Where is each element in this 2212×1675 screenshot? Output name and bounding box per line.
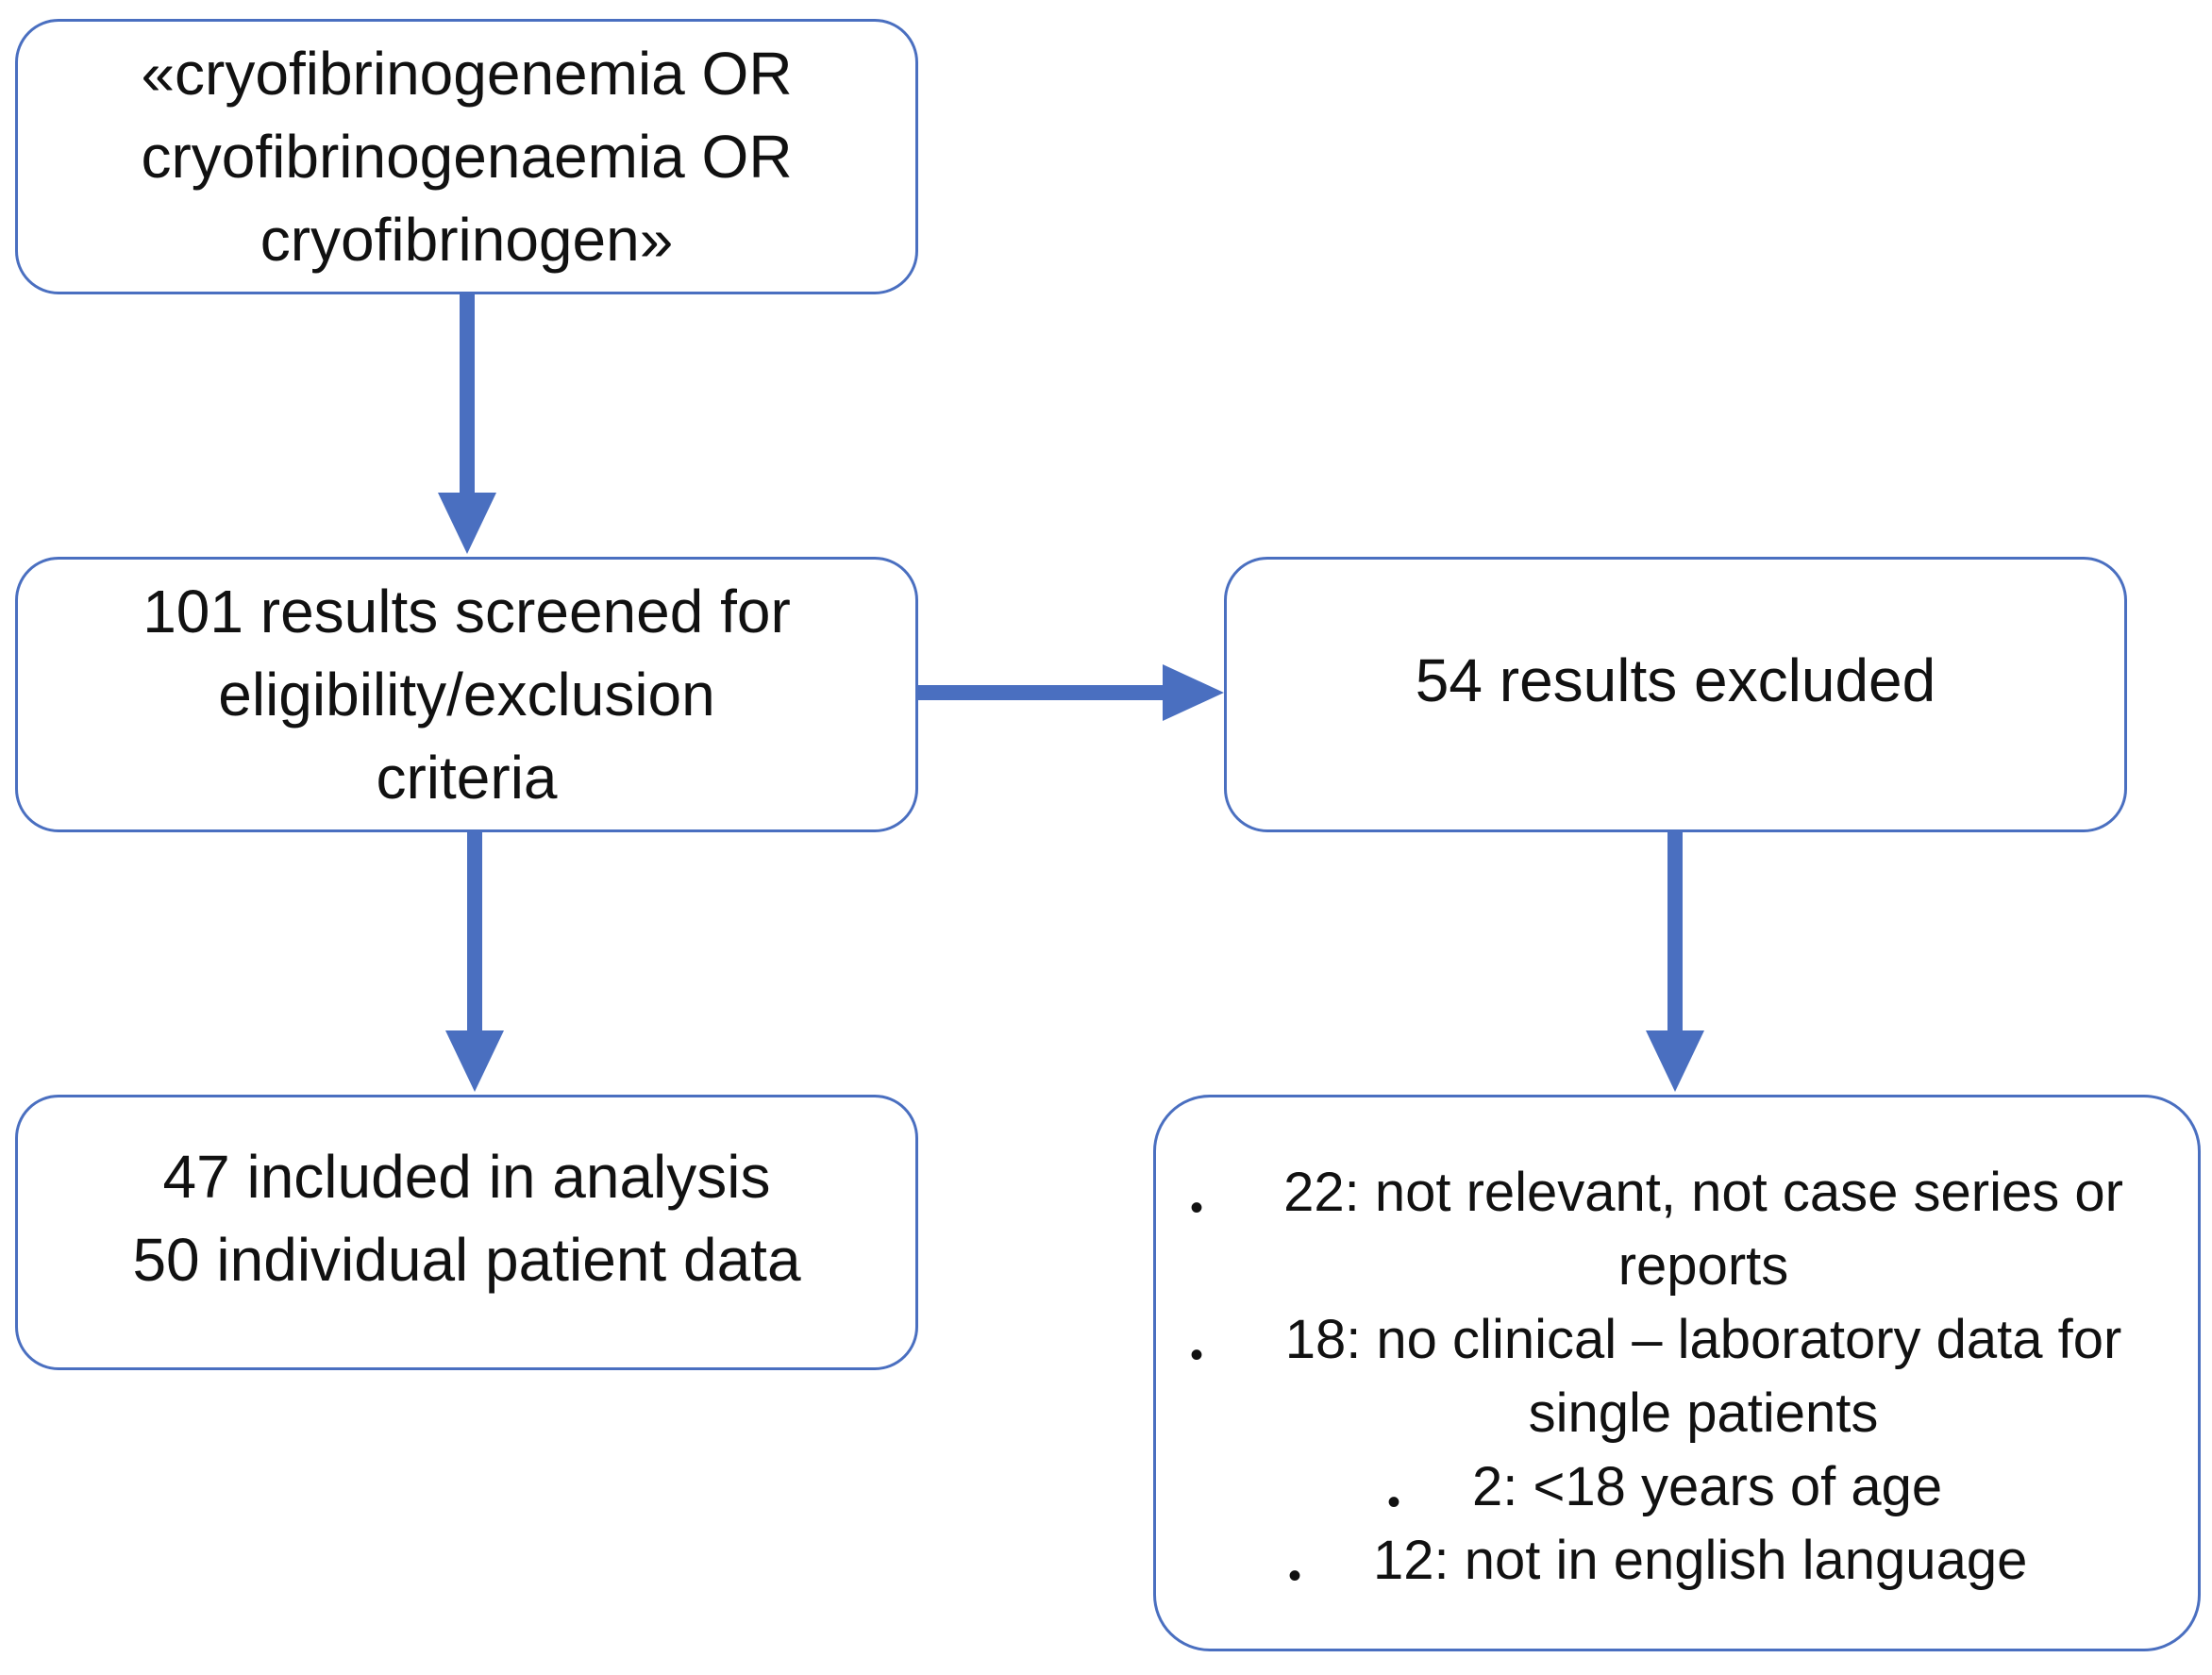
bullet-icon: • — [1190, 1334, 1204, 1376]
reason-1-line-1: 22: not relevant, not case series or — [1283, 1162, 2123, 1223]
query-line-2: cryofibrinogenaemia OR — [141, 123, 793, 191]
bullet-icon: • — [1190, 1187, 1204, 1229]
screened-line-1: 101 results screened for — [142, 578, 791, 645]
arrow-screened-to-excluded — [918, 664, 1224, 721]
exclusion-reasons-box: • 22: not relevant, not case series or r… — [1153, 1095, 2201, 1651]
screened-line-2: eligibility/exclusion — [218, 661, 715, 729]
arrow-query-to-screened — [438, 294, 496, 554]
screened-results-box: 101 results screened for eligibility/exc… — [15, 557, 918, 832]
arrow-excluded-to-reasons — [1646, 832, 1704, 1092]
excluded-line-1: 54 results excluded — [1415, 646, 1936, 714]
reason-1-line-2: reports — [1617, 1235, 1789, 1297]
reason-2-line-2: single patients — [1528, 1382, 1879, 1444]
included-line-2: 50 individual patient data — [132, 1226, 801, 1294]
query-line-3: cryofibrinogen» — [260, 206, 674, 274]
included-results-box: 47 included in analysis 50 individual pa… — [15, 1095, 918, 1370]
reason-4-line-1: 12: not in english language — [1373, 1530, 2028, 1591]
search-query-box: «cryofibrinogenemia OR cryofibrinogenaem… — [15, 19, 918, 294]
bullet-icon: • — [1387, 1482, 1401, 1523]
arrow-screened-to-included — [445, 832, 504, 1092]
reason-3-line-1: 2: <18 years of age — [1472, 1456, 1943, 1517]
screened-line-3: criteria — [376, 744, 558, 812]
query-line-1: «cryofibrinogenemia OR — [141, 40, 793, 108]
bullet-icon: • — [1288, 1555, 1302, 1597]
included-line-1: 47 included in analysis — [162, 1143, 771, 1211]
reason-2-line-1: 18: no clinical – laboratory data for — [1284, 1309, 2122, 1370]
excluded-results-box: 54 results excluded — [1224, 557, 2127, 832]
